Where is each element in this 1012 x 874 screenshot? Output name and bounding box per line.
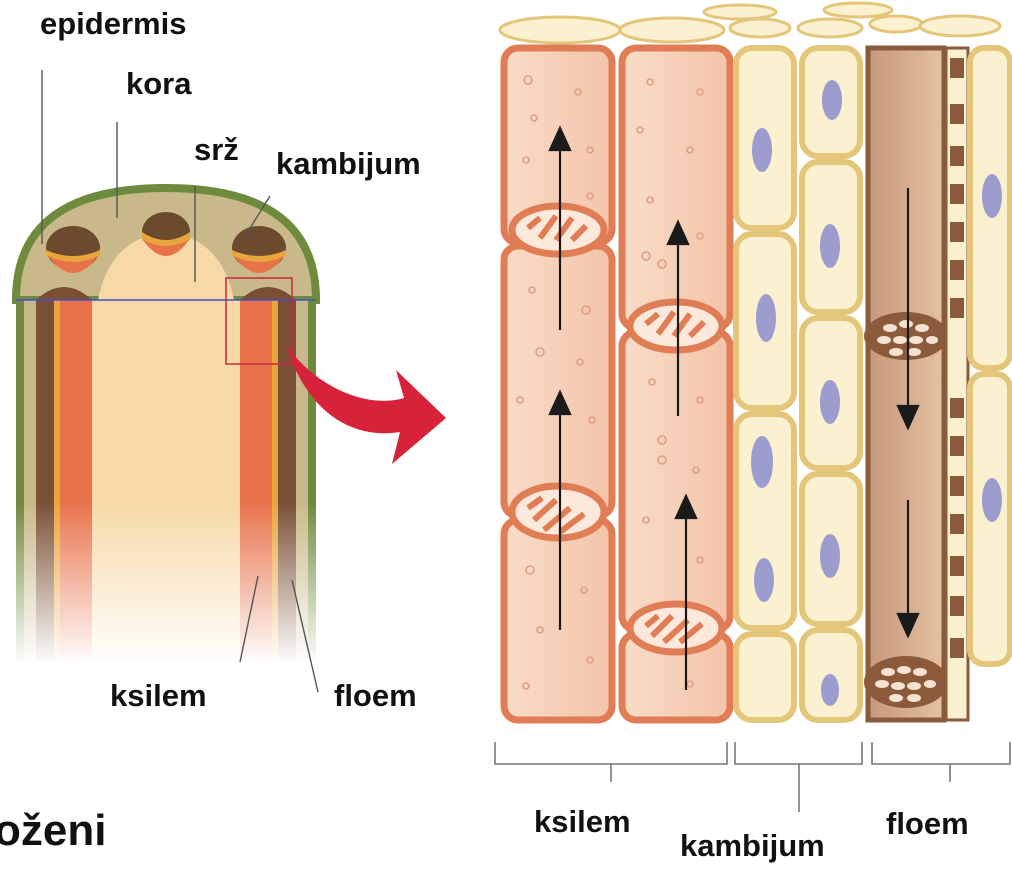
sieve-tube-cell bbox=[868, 48, 944, 338]
sieve-plate bbox=[864, 656, 948, 708]
fade-overlay bbox=[12, 300, 322, 665]
xylem-vessel-cell bbox=[504, 246, 612, 516]
bracket-floem bbox=[872, 742, 1010, 782]
tissue-magnified bbox=[495, 3, 1010, 812]
label-srz: srž bbox=[194, 132, 239, 168]
companion-nucleus bbox=[982, 478, 1002, 522]
tissue-brackets bbox=[495, 742, 1010, 812]
label-floem-stem: floem bbox=[334, 678, 417, 714]
perforation-plate bbox=[512, 206, 604, 254]
label-ksilem-tissue: ksilem bbox=[534, 804, 631, 840]
xylem-vessel-cell bbox=[622, 48, 730, 328]
xylem-vessel-cell bbox=[622, 332, 730, 630]
perforation-plate bbox=[630, 302, 722, 350]
bracket-ksilem bbox=[495, 742, 727, 782]
label-kambijum-tissue: kambijum bbox=[680, 828, 825, 864]
title-fragment: oženi bbox=[0, 806, 106, 856]
top-cell-caps bbox=[500, 3, 1000, 43]
perforation-plate bbox=[630, 604, 722, 652]
label-floem-tissue: floem bbox=[886, 806, 969, 842]
cambium-cell bbox=[736, 634, 794, 720]
perforation-plate bbox=[512, 486, 604, 538]
label-epidermis: epidermis bbox=[40, 6, 186, 42]
sieve-plate bbox=[864, 312, 948, 360]
companion-nucleus bbox=[982, 174, 1002, 218]
label-kambijum-stem: kambijum bbox=[276, 146, 421, 182]
xylem-vessel-cell bbox=[504, 520, 612, 720]
label-kora: kora bbox=[126, 66, 191, 102]
label-ksilem-stem: ksilem bbox=[110, 678, 207, 714]
bracket-kambijum bbox=[735, 742, 862, 812]
phloem-column bbox=[864, 48, 1010, 720]
